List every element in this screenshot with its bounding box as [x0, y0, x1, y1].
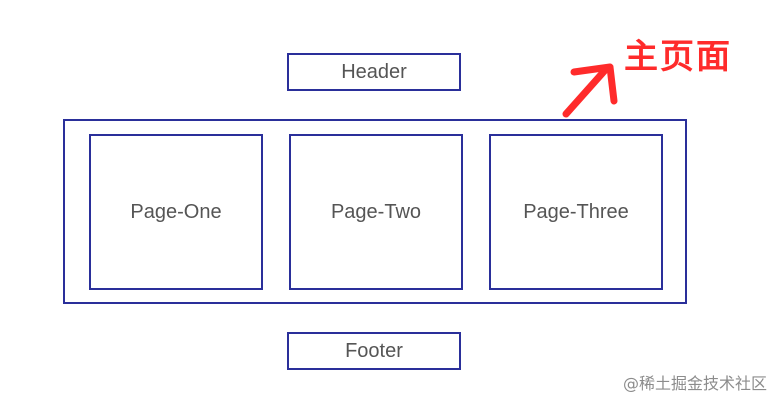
header-label: Header — [341, 61, 407, 83]
page-two-label: Page-Two — [330, 201, 422, 223]
annotation-label: 主页面 — [624, 37, 732, 77]
page-three-box: Page-Three — [489, 134, 663, 290]
page-two-box: Page-Two — [289, 134, 463, 290]
annotation-arrow-shaft — [562, 64, 611, 118]
page-three-label: Page-Three — [523, 201, 629, 223]
footer-box: Footer — [287, 332, 461, 370]
annotation-arrow-head — [570, 63, 618, 105]
annotation-arrow-icon — [562, 63, 618, 118]
page-one-box: Page-One — [89, 134, 263, 290]
watermark: @稀土掘金技术社区 — [622, 374, 767, 393]
header-box: Header — [287, 53, 461, 91]
footer-label: Footer — [345, 340, 403, 362]
page-one-label: Page-One — [130, 201, 222, 223]
